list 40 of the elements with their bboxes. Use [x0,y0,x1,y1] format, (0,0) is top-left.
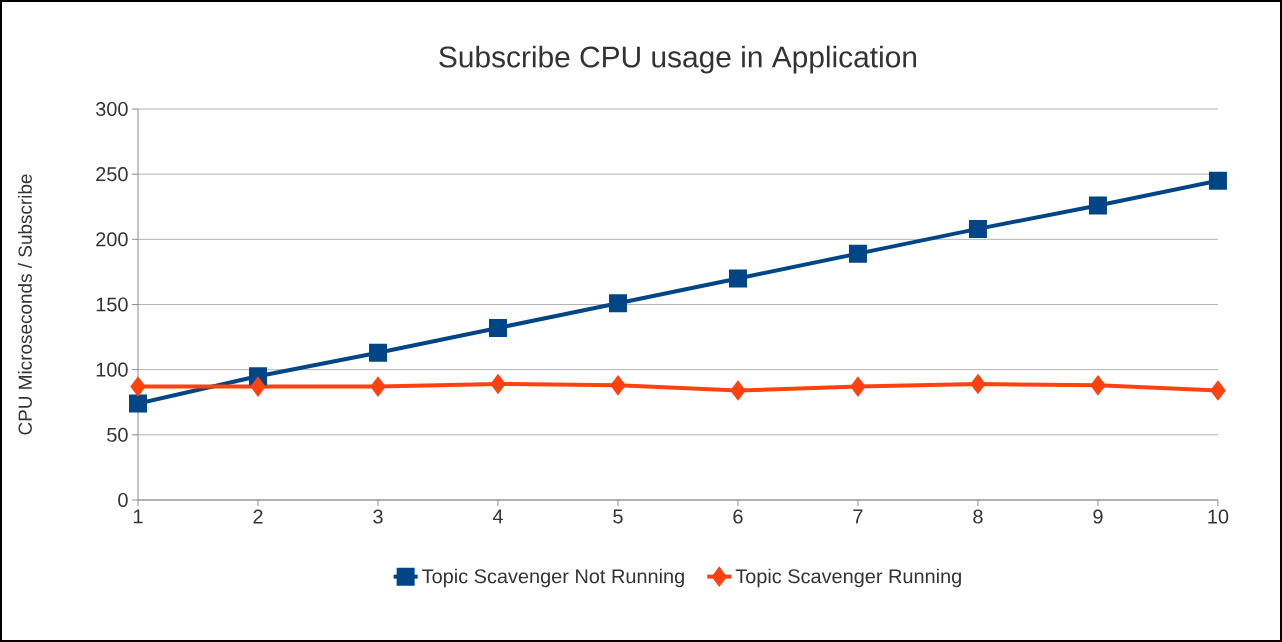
x-tick-label: 6 [733,509,743,524]
point [970,374,986,393]
y-tick-label: 200 [96,232,128,247]
y-tick-label: 0 [118,492,128,508]
y-tick-label: 100 [96,362,128,377]
point [488,318,507,337]
point [608,294,627,313]
x-tick-label: 4 [492,509,503,524]
y-tick-label: 300 [96,101,128,117]
point [1208,171,1227,190]
point [129,394,148,413]
point [610,376,626,395]
point [1088,196,1107,215]
point [968,219,987,238]
point [490,374,506,393]
point [730,381,746,400]
x-tick-label: 2 [253,509,263,524]
point [368,343,387,362]
y-tick-label: 150 [96,297,128,312]
x-tick-label: 7 [853,509,863,524]
point [250,377,266,396]
point [1210,381,1226,400]
y-tick-label: 50 [107,427,128,442]
y-tick-label: 250 [96,167,128,182]
x-tick-label: 10 [1208,509,1229,524]
point [1090,376,1106,395]
point [370,377,386,396]
point [130,377,146,396]
point [848,244,867,263]
x-tick-label: 5 [613,509,623,524]
x-tick-label: 1 [133,509,143,524]
legend-label: Topic Scavenger Not Running [422,568,684,588]
y-axis-title: CPU Microseconds / Subscribe [17,174,32,435]
chart-title: Subscribe CPU usage in Application [439,45,916,74]
point [728,269,747,288]
point [850,377,866,396]
x-tick-label: 3 [373,509,383,524]
legend-label: Topic Scavenger Running [735,568,961,588]
x-tick-label: 9 [1093,509,1103,524]
x-tick-label: 8 [973,509,983,524]
